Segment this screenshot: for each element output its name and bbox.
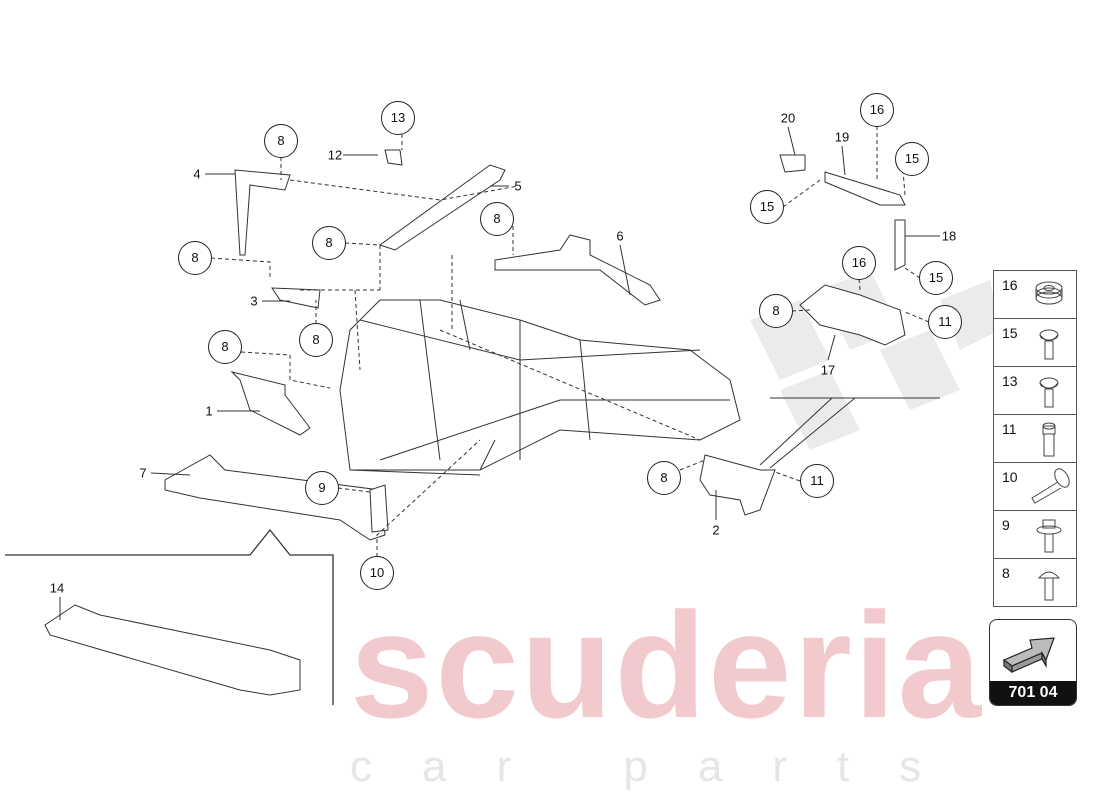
part-12 (384, 149, 403, 166)
legend-row: 9 (994, 511, 1076, 559)
legend-row: 15 (994, 319, 1076, 367)
arrow-icon (1002, 637, 1055, 674)
legend-number: 11 (1002, 421, 1017, 437)
legend-number: 16 (1002, 277, 1018, 293)
part-4 (234, 169, 291, 256)
parts (44, 149, 906, 696)
callout-20[interactable]: 20 (780, 110, 796, 126)
long-bolt-icon (1031, 468, 1070, 504)
callout-4[interactable]: 4 (193, 166, 201, 182)
flange-screw-icon (1039, 377, 1059, 408)
part-6 (494, 234, 661, 306)
watermark-brand: scuderia (350, 581, 983, 749)
leader-dashes (210, 126, 930, 557)
callout-16[interactable]: 16 (842, 246, 876, 280)
flange-screw-icon (1039, 329, 1059, 360)
part-2 (699, 454, 776, 516)
callout-13[interactable]: 13 (381, 101, 415, 135)
socket-bolt-icon (1042, 422, 1056, 457)
callout-6[interactable]: 6 (616, 228, 624, 244)
callout-15[interactable]: 15 (895, 142, 929, 176)
legend-row: 8 (994, 559, 1076, 606)
callout-8[interactable]: 8 (647, 461, 681, 495)
callout-8[interactable]: 8 (759, 294, 793, 328)
legend-number: 15 (1002, 325, 1018, 341)
callout-9[interactable]: 9 (305, 471, 339, 505)
part-20 (779, 154, 806, 173)
callout-7[interactable]: 7 (139, 465, 147, 481)
pan-head-bolt-icon (1037, 571, 1061, 601)
callout-8[interactable]: 8 (178, 241, 212, 275)
legend-row: 10 (994, 463, 1076, 511)
fastener-legend: 16 15 13 11 10 9 8 (993, 270, 1077, 607)
callout-17[interactable]: 17 (820, 362, 836, 378)
callout-2[interactable]: 2 (712, 522, 720, 538)
legend-row: 13 (994, 367, 1076, 415)
callout-19[interactable]: 19 (834, 129, 850, 145)
legend-row: 16 (994, 271, 1076, 319)
callout-18[interactable]: 18 (941, 228, 957, 244)
callout-16[interactable]: 16 (860, 93, 894, 127)
callout-5[interactable]: 5 (514, 178, 522, 194)
part-3 (271, 287, 321, 309)
legend-number: 10 (1002, 469, 1018, 485)
callout-8[interactable]: 8 (312, 226, 346, 260)
callout-11[interactable]: 11 (928, 305, 962, 339)
grommet-icon (1035, 281, 1063, 305)
part-18 (894, 219, 906, 271)
part-17 (799, 284, 906, 346)
callout-8[interactable]: 8 (480, 202, 514, 236)
legend-number: 13 (1002, 373, 1018, 389)
checkered-flag-background (750, 270, 1000, 450)
part-1 (230, 371, 311, 436)
legend-row: 11 (994, 415, 1076, 463)
frame-assembly (339, 299, 741, 476)
callout-8[interactable]: 8 (264, 124, 298, 158)
hex-bolt-icon (1036, 519, 1062, 553)
callout-12[interactable]: 12 (327, 147, 343, 163)
callout-15[interactable]: 15 (750, 190, 784, 224)
legend-number: 8 (1002, 565, 1010, 581)
part-5 (378, 164, 506, 251)
callout-14[interactable]: 14 (49, 580, 65, 596)
callout-1[interactable]: 1 (205, 403, 213, 419)
leader-lines (5, 126, 940, 705)
callout-8[interactable]: 8 (208, 330, 242, 364)
diagram-code: 701 04 (990, 681, 1076, 705)
part-19 (824, 171, 906, 206)
callout-8[interactable]: 8 (299, 323, 333, 357)
part-9-bracket (369, 484, 389, 533)
watermark-subtitle: car parts (350, 742, 972, 791)
callout-10[interactable]: 10 (360, 556, 394, 590)
callout-3[interactable]: 3 (250, 293, 258, 309)
part-7 (164, 454, 386, 541)
callout-11[interactable]: 11 (800, 464, 834, 498)
callout-15[interactable]: 15 (919, 261, 953, 295)
diagram-reference-badge[interactable]: 701 04 (989, 619, 1077, 706)
part-14 (44, 604, 301, 696)
legend-number: 9 (1002, 517, 1010, 533)
